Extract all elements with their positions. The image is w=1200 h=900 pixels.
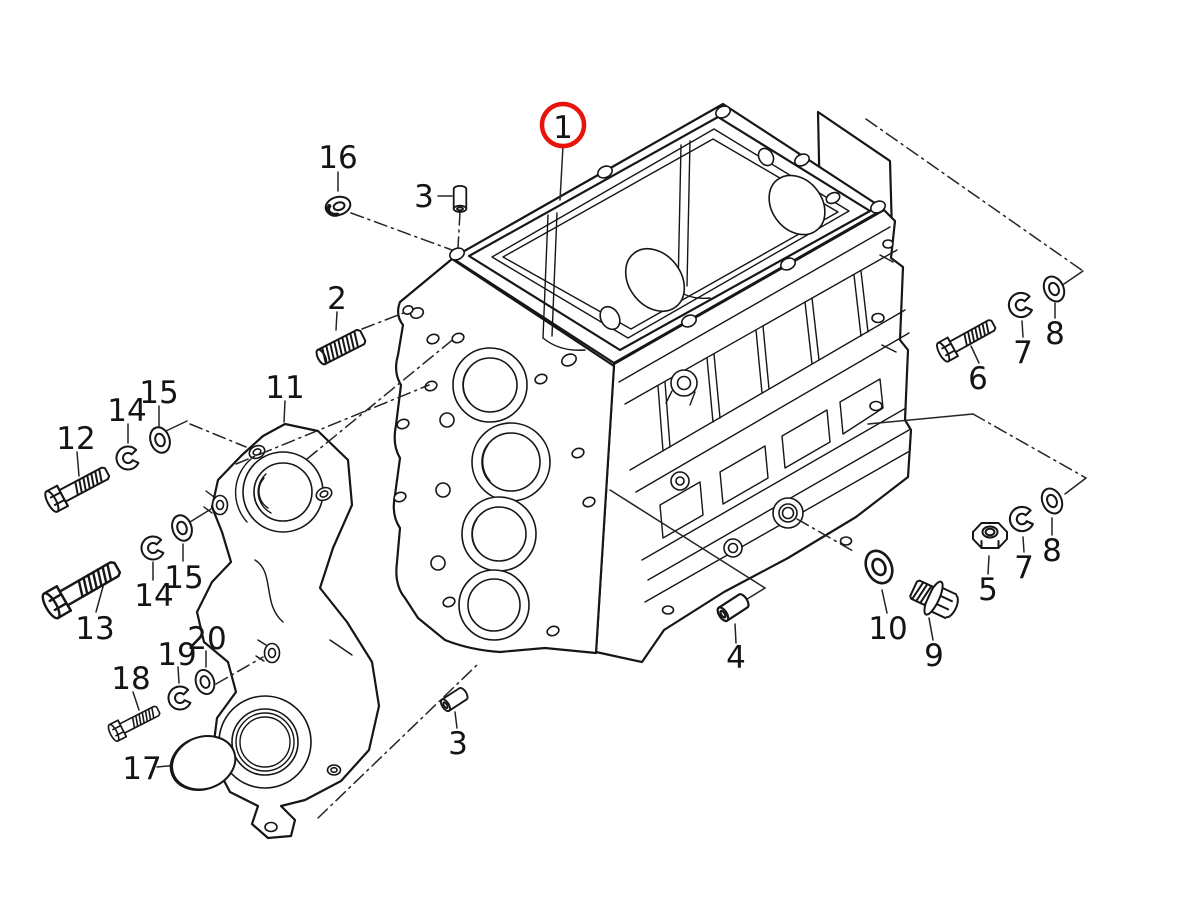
leader-7a	[1021, 320, 1024, 338]
leader-lines	[76, 118, 1087, 819]
callout-label-8-bottom: 8	[1042, 533, 1062, 569]
part-3-bottom-pin-icon	[438, 685, 471, 714]
axis-2	[361, 311, 407, 330]
leader-3-bottom	[454, 711, 458, 729]
leader-4-corner	[609, 489, 767, 602]
axis-3-bottom	[317, 663, 479, 819]
main-case-drawing	[392, 102, 913, 664]
part-8b-washer-icon	[1036, 484, 1068, 518]
part-2-stud-icon	[313, 327, 368, 367]
part-15b-washer-icon	[167, 511, 197, 545]
callout-label-13: 13	[75, 611, 114, 647]
part-6-bolt-icon	[933, 314, 1000, 365]
part-7b-spring-washer-icon	[1006, 504, 1035, 535]
callout-label-14-top: 14	[107, 393, 146, 429]
callout-label-7-bottom: 7	[1014, 550, 1034, 586]
leader-11	[283, 400, 286, 423]
leader-19	[177, 666, 180, 684]
axis-cover-lower	[235, 384, 430, 465]
cover-bosses	[203, 444, 342, 833]
callout-label-18: 18	[111, 661, 150, 697]
part-3-top-pin-icon	[452, 184, 468, 213]
callout-label-9: 9	[924, 638, 944, 674]
part-9-plug-icon	[904, 571, 965, 626]
axis-10	[796, 518, 854, 552]
case-rim-bolt-holes	[449, 105, 886, 367]
part-14a-spring-washer-icon	[113, 444, 141, 473]
highlight-circle	[539, 101, 587, 149]
axis-8a	[865, 118, 1084, 272]
axis-16	[350, 212, 453, 251]
axis-cover-upper	[306, 336, 457, 460]
axis-15a	[189, 423, 247, 448]
case-top-rim	[449, 102, 886, 367]
leader-12	[76, 451, 80, 477]
leader-15a-corner	[165, 420, 188, 432]
part-16-cap-nut-icon	[321, 192, 355, 220]
callout-labels: 1 2 3 16 11 12 14 15 13 14 15 19 20 18 1…	[56, 110, 1065, 787]
part-19-spring-washer-icon	[165, 684, 193, 713]
callout-label-11: 11	[265, 370, 304, 406]
leader-10	[881, 589, 888, 614]
axis-20	[215, 656, 264, 685]
case-front-holes	[393, 305, 596, 637]
leader-5	[987, 555, 990, 575]
leader-8a-corner	[1060, 270, 1084, 287]
axis-3-top	[457, 211, 461, 249]
callout-label-7-top: 7	[1013, 335, 1033, 371]
leader-4	[734, 623, 737, 644]
part-12-bolt-icon	[41, 461, 114, 515]
callout-label-3-top: 3	[414, 179, 434, 215]
part-5-nut-icon	[972, 522, 1008, 549]
leader-6	[970, 345, 980, 364]
part-8a-washer-icon	[1038, 272, 1070, 306]
axis-8b	[972, 413, 1087, 479]
cover-drawing	[195, 422, 381, 840]
leader-18	[132, 691, 140, 711]
leader-13	[95, 582, 105, 613]
part-7a-spring-washer-icon	[1005, 290, 1034, 321]
part-10-washer-icon	[859, 545, 899, 589]
leader-7b	[1022, 536, 1025, 553]
leader-1	[559, 145, 564, 201]
callout-label-12: 12	[56, 421, 95, 457]
leader-8b-corner1	[867, 413, 974, 425]
cover-surface-lines	[234, 458, 353, 656]
case-front-bores	[430, 347, 551, 641]
callout-label-19: 19	[157, 637, 196, 673]
callout-label-10: 10	[868, 611, 907, 647]
leader-9	[928, 617, 934, 641]
case-side-ribs	[618, 226, 910, 603]
callout-label-6: 6	[968, 361, 988, 397]
leader-2	[335, 311, 338, 331]
callout-label-20: 20	[187, 621, 226, 657]
callout-label-4: 4	[726, 640, 746, 676]
part-14b-spring-washer-icon	[138, 534, 166, 563]
callout-label-1: 1	[553, 110, 573, 146]
callout-label-16: 16	[318, 140, 357, 176]
callout-label-8-top: 8	[1045, 316, 1065, 352]
leader-8b-corner2	[1064, 477, 1087, 495]
axis-15b	[189, 508, 212, 523]
callout-label-15-top: 15	[139, 375, 178, 411]
case-side-bosses	[661, 239, 894, 615]
cover-bores	[218, 451, 324, 789]
callout-label-3-bottom: 3	[448, 726, 468, 762]
callout-label-14-bottom: 14	[134, 578, 173, 614]
case-interior	[542, 140, 841, 351]
callout-label-15-bottom: 15	[164, 560, 203, 596]
part-4-pin-icon	[714, 591, 752, 624]
callout-label-5: 5	[978, 572, 998, 608]
callout-label-17: 17	[122, 751, 161, 787]
part-18-bolt-icon	[105, 701, 164, 744]
callout-label-2: 2	[327, 281, 347, 317]
